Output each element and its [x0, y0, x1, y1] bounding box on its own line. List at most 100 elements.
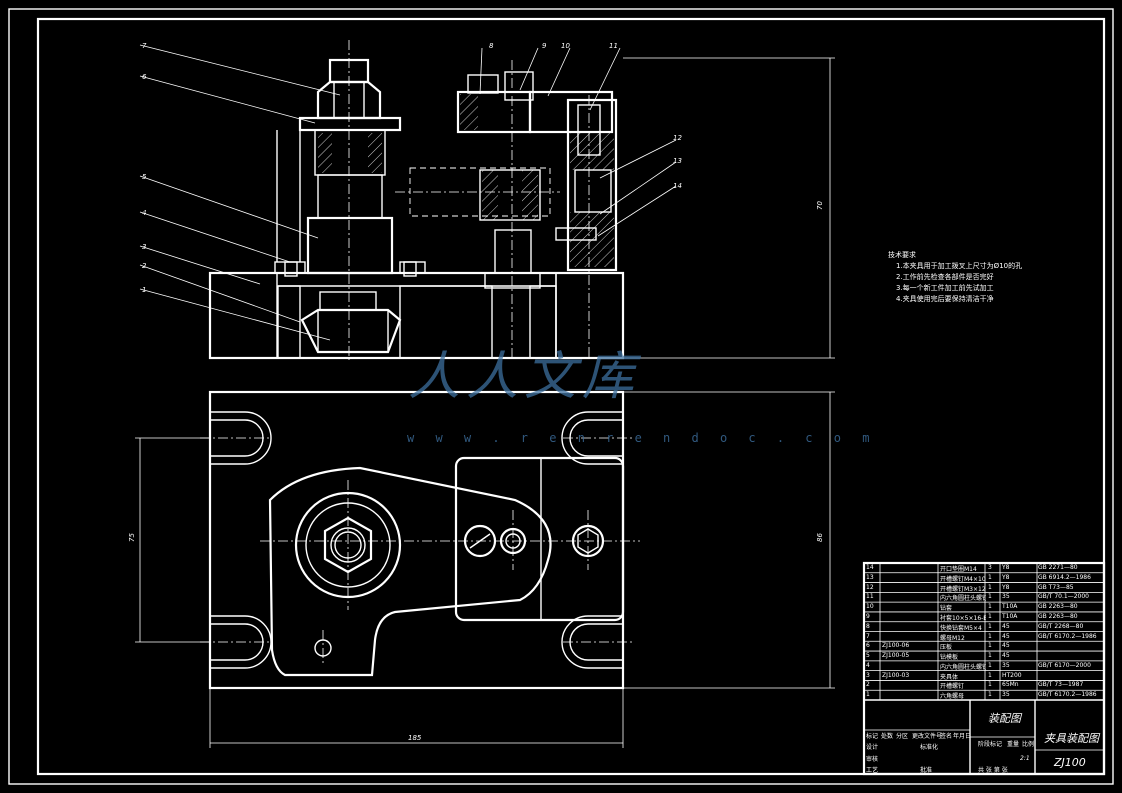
dim-overall-height: 70 [816, 201, 824, 210]
watermark-logo: 人人文库 [408, 347, 641, 407]
tb-sheets: 共 张 第 张 [978, 767, 1008, 774]
dim-base-length: 185 [408, 734, 422, 742]
bom-cell-mat: 45 [1002, 652, 1010, 660]
balloon-14: 14 [673, 182, 682, 190]
bom-cell-qty: 1 [988, 583, 992, 591]
balloon-12: 12 [673, 134, 682, 142]
bom-cell-no: 7 [866, 632, 870, 640]
tech-item-4: 4.夹具使用完后要保持清洁干净 [896, 295, 994, 303]
bom-cell-std: GB 2263—80 [1038, 603, 1078, 611]
drawing-number: ZJ100 [1053, 756, 1086, 769]
bom-cell-no: 2 [866, 681, 870, 689]
bom-cell-std: GB/T 70.1—2000 [1038, 593, 1089, 601]
bom-cell-name: 开口垫圈M14 [940, 566, 977, 573]
bom-cell-mat: 35 [1002, 691, 1010, 699]
tb-header-date: 年月日 [953, 733, 972, 740]
bom-cell-qty: 1 [988, 593, 992, 601]
tb-weight: 重量 [1007, 741, 1020, 748]
bom-cell-no: 8 [866, 622, 870, 630]
balloon-7: 7 [142, 42, 147, 50]
bom-cell-std: GB T73—85 [1038, 583, 1074, 591]
balloon-4: 4 [142, 209, 146, 217]
bom-cell-name: 夹具体 [940, 673, 959, 681]
tb-standard: 标准化 [920, 744, 939, 751]
tb-ratio: 比例 [1022, 741, 1035, 748]
bom-cell-qty: 1 [988, 652, 992, 660]
bom-cell-name: 六角螺母 [940, 693, 965, 701]
bom-cell-qty: 1 [988, 681, 992, 689]
bom-cell-qty: 1 [988, 642, 992, 650]
bom-cell-no: 11 [866, 593, 874, 601]
tech-item-1: 1.本夹具用于加工拨叉上尺寸为Ø10的孔 [896, 262, 1023, 270]
bom-cell-mat: T10A [1002, 603, 1018, 611]
balloon-3: 3 [142, 243, 146, 251]
bom-cell-mat: Y8 [1002, 573, 1010, 581]
bom-cell-mat: 45 [1002, 622, 1010, 630]
bom-cell-mat: Y8 [1002, 583, 1010, 591]
bom-cell-qty: 1 [988, 632, 992, 640]
bom-cell-qty: 1 [988, 603, 992, 611]
bom-cell-name: 内六角圆柱头螺钉 [940, 663, 986, 671]
tb-header-sign: 签名 [940, 733, 953, 740]
leaders: 7 6 5 4 3 2 1 8 9 10 11 12 13 14 [139, 42, 682, 341]
bom-cell-no: 12 [866, 583, 874, 591]
bom-cell-no: 4 [866, 661, 870, 669]
balloon-2: 2 [142, 262, 147, 270]
balloon-6: 6 [142, 73, 147, 81]
bom-row-lines [864, 572, 1104, 691]
tb-stage: 阶段标记 [978, 741, 1003, 748]
bom-cell-name: 开槽螺钉M3×12 [940, 585, 986, 593]
tech-title: 技术要求 [888, 251, 916, 259]
bom-cell-no: 13 [866, 573, 874, 581]
bom-cell-mat: HT200 [1002, 671, 1022, 679]
bom-cell-name: 快换钻套M5×4 [940, 624, 982, 632]
balloon-13: 13 [673, 157, 682, 165]
bom-cell-qty: 1 [988, 671, 992, 679]
bom-cell-std: GB/T 73—1987 [1038, 681, 1084, 689]
bom-cell-code: ZJ100-03 [882, 671, 910, 679]
balloon-11: 11 [609, 42, 618, 50]
bom-cell-std: GB/T 6170.2—1986 [1038, 691, 1097, 699]
balloon-5: 5 [142, 173, 147, 181]
balloon-10: 10 [561, 42, 570, 50]
dim-plan-depth: 86 [816, 533, 824, 542]
drawing-name: 夹具装配图 [1044, 732, 1101, 745]
tb-audit: 审核 [866, 756, 879, 763]
bom-cell-mat: 45 [1002, 632, 1010, 640]
bom-cell-mat: 35 [1002, 593, 1010, 601]
bom-cell-name: 衬套10×5×16-B [940, 614, 986, 622]
bom-cell-name: 钻套 [940, 605, 953, 613]
tech-item-3: 3.每一个新工件加工前先试加工 [896, 284, 994, 292]
bom-cell-no: 10 [866, 603, 874, 611]
bom-cell-qty: 1 [988, 612, 992, 620]
balloon-9: 9 [542, 42, 547, 50]
bom-cell-no: 14 [866, 564, 874, 571]
bom-cell-name: 螺母M12 [940, 634, 965, 642]
tb-header-mark: 标记 [866, 733, 879, 740]
bom-cell-no: 6 [866, 642, 870, 650]
bom-cell-mat: 65Mn [1002, 681, 1019, 689]
bom-cell-name: 内六角圆柱头螺钉 [940, 595, 986, 603]
bom-cell-mat: 35 [1002, 661, 1010, 669]
title-block-title: 装配图 [988, 712, 1023, 725]
bom-cell-std: GB 2263—80 [1038, 612, 1078, 620]
tb-header-zone: 分区 [896, 733, 909, 740]
bom-cell-qty: 1 [988, 661, 992, 669]
tech-item-2: 2.工作前先检查各部件是否完好 [896, 273, 994, 281]
bom-cell-name: 压板 [940, 644, 953, 652]
dimensions: 70 86 75 185 [128, 57, 835, 748]
bom-cell-code: ZJ100-05 [882, 652, 910, 660]
dim-plan-width: 75 [128, 533, 136, 542]
outer-border [8, 8, 1114, 785]
bom-cell-mat: 45 [1002, 642, 1010, 650]
balloon-8: 8 [489, 42, 494, 50]
bom-cell-no: 9 [866, 612, 870, 620]
tb-header-count: 处数 [881, 733, 894, 740]
bom-cell-std: GB 2271—80 [1038, 564, 1078, 571]
bom-cell-name: 开槽螺钉M4×10 [940, 575, 986, 583]
bom-cell-no: 3 [866, 671, 870, 679]
plan-view [200, 390, 640, 690]
watermark-url: w w w . r e n r e n d o c . c o m [407, 431, 877, 445]
tb-design: 设计 [866, 744, 879, 751]
inner-border [36, 17, 1106, 776]
